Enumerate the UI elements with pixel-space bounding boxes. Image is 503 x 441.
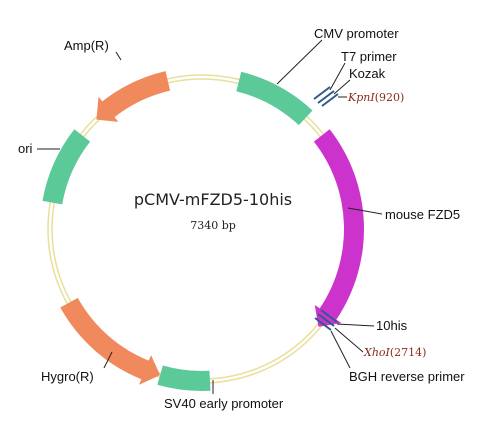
plasmid-name: pCMV-mFZD5-10his: [134, 190, 292, 209]
plasmid-size: 7340 bp: [190, 219, 236, 232]
label-amp: Amp(R): [64, 38, 109, 53]
kpni-site-marker: [313, 86, 339, 107]
label-bgh-reverse-primer: BGH reverse primer: [349, 369, 465, 384]
label-hygro: Hygro(R): [41, 369, 94, 384]
leader-amp: [115, 51, 122, 61]
leader-fzd5: [347, 207, 383, 215]
leader-hygro: [103, 351, 113, 369]
feature-arcs: [42, 71, 364, 392]
xhoi-site-marker: [314, 309, 338, 331]
label-mouse-fzd5: mouse FZD5: [385, 207, 460, 222]
label-kozak: Kozak: [349, 66, 386, 81]
leader-t7: [329, 62, 346, 91]
leader-10his: [336, 323, 375, 327]
ori-arc: [42, 129, 91, 205]
label-xhoi-site: XhoI(2714): [363, 346, 426, 359]
label-10his: 10his: [376, 318, 408, 333]
leader-kozak: [333, 79, 351, 95]
mouse-fzd5-arc: [313, 129, 364, 327]
label-sv40-early-promoter: SV40 early promoter: [164, 396, 284, 411]
label-t7-primer: T7 primer: [341, 49, 397, 64]
leader-bgh: [330, 330, 351, 369]
label-ori: ori: [18, 141, 33, 156]
label-cmv-promoter: CMV promoter: [314, 26, 399, 41]
leader-cmv: [276, 39, 323, 85]
cmv-promoter-arc: [236, 71, 313, 126]
amp-arc: [96, 71, 171, 122]
hygro-arc: [60, 297, 161, 385]
leader-xhoi: [334, 327, 364, 353]
label-kpni-site: KpnI(920): [347, 91, 404, 104]
sv40-promoter-arc: [157, 365, 211, 392]
